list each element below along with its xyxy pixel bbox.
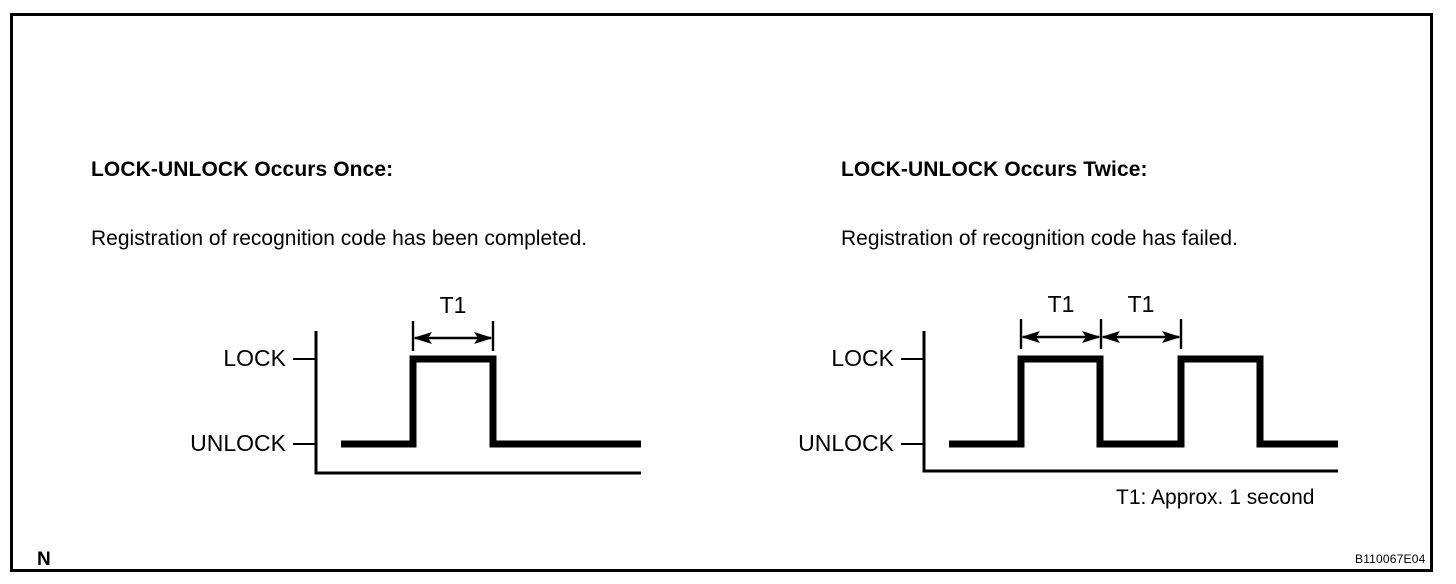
signal-trace-twice (949, 355, 1338, 448)
dimension-label-t1-once: T1 (440, 292, 467, 318)
level-label-lock-twice: LOCK (831, 345, 894, 371)
dimension-arrowhead-1-left-twice (1021, 331, 1040, 343)
figure-reference-code: B110067E04 (1355, 552, 1426, 566)
level-label-unlock-once: UNLOCK (190, 430, 287, 456)
panel-description-twice: Registration of recognition code has fai… (841, 227, 1238, 250)
waveform-chart-twice: LOCK UNLOCK T1 T1 (798, 291, 1338, 473)
level-label-lock-once: LOCK (223, 345, 286, 371)
dimension-arrowhead-2-left-twice (1101, 331, 1120, 343)
figure-border: LOCK-UNLOCK Occurs Once: Registration of… (10, 13, 1433, 572)
signal-trace-once (341, 355, 641, 448)
level-label-unlock-twice: UNLOCK (798, 430, 895, 456)
axis-lines-once (314, 331, 641, 475)
dimension-arrowhead-1-right-twice (1082, 331, 1101, 343)
dimension-label-t1-second-twice: T1 (1128, 291, 1155, 317)
dimension-arrowhead-right-once (474, 332, 493, 344)
panel-description-once: Registration of recognition code has bee… (91, 227, 588, 250)
panel-heading-twice: LOCK-UNLOCK Occurs Twice: (841, 158, 1148, 181)
page-marker: N (37, 549, 51, 570)
dimension-arrowhead-left-once (413, 332, 432, 344)
dimension-label-t1-first-twice: T1 (1048, 291, 1075, 317)
waveform-chart-once: LOCK UNLOCK T1 (190, 292, 641, 475)
t1-duration-note: T1: Approx. 1 second (1116, 486, 1315, 509)
axis-lines-twice (922, 331, 1338, 473)
dimension-arrowhead-2-right-twice (1162, 331, 1181, 343)
panel-heading-once: LOCK-UNLOCK Occurs Once: (91, 158, 394, 181)
